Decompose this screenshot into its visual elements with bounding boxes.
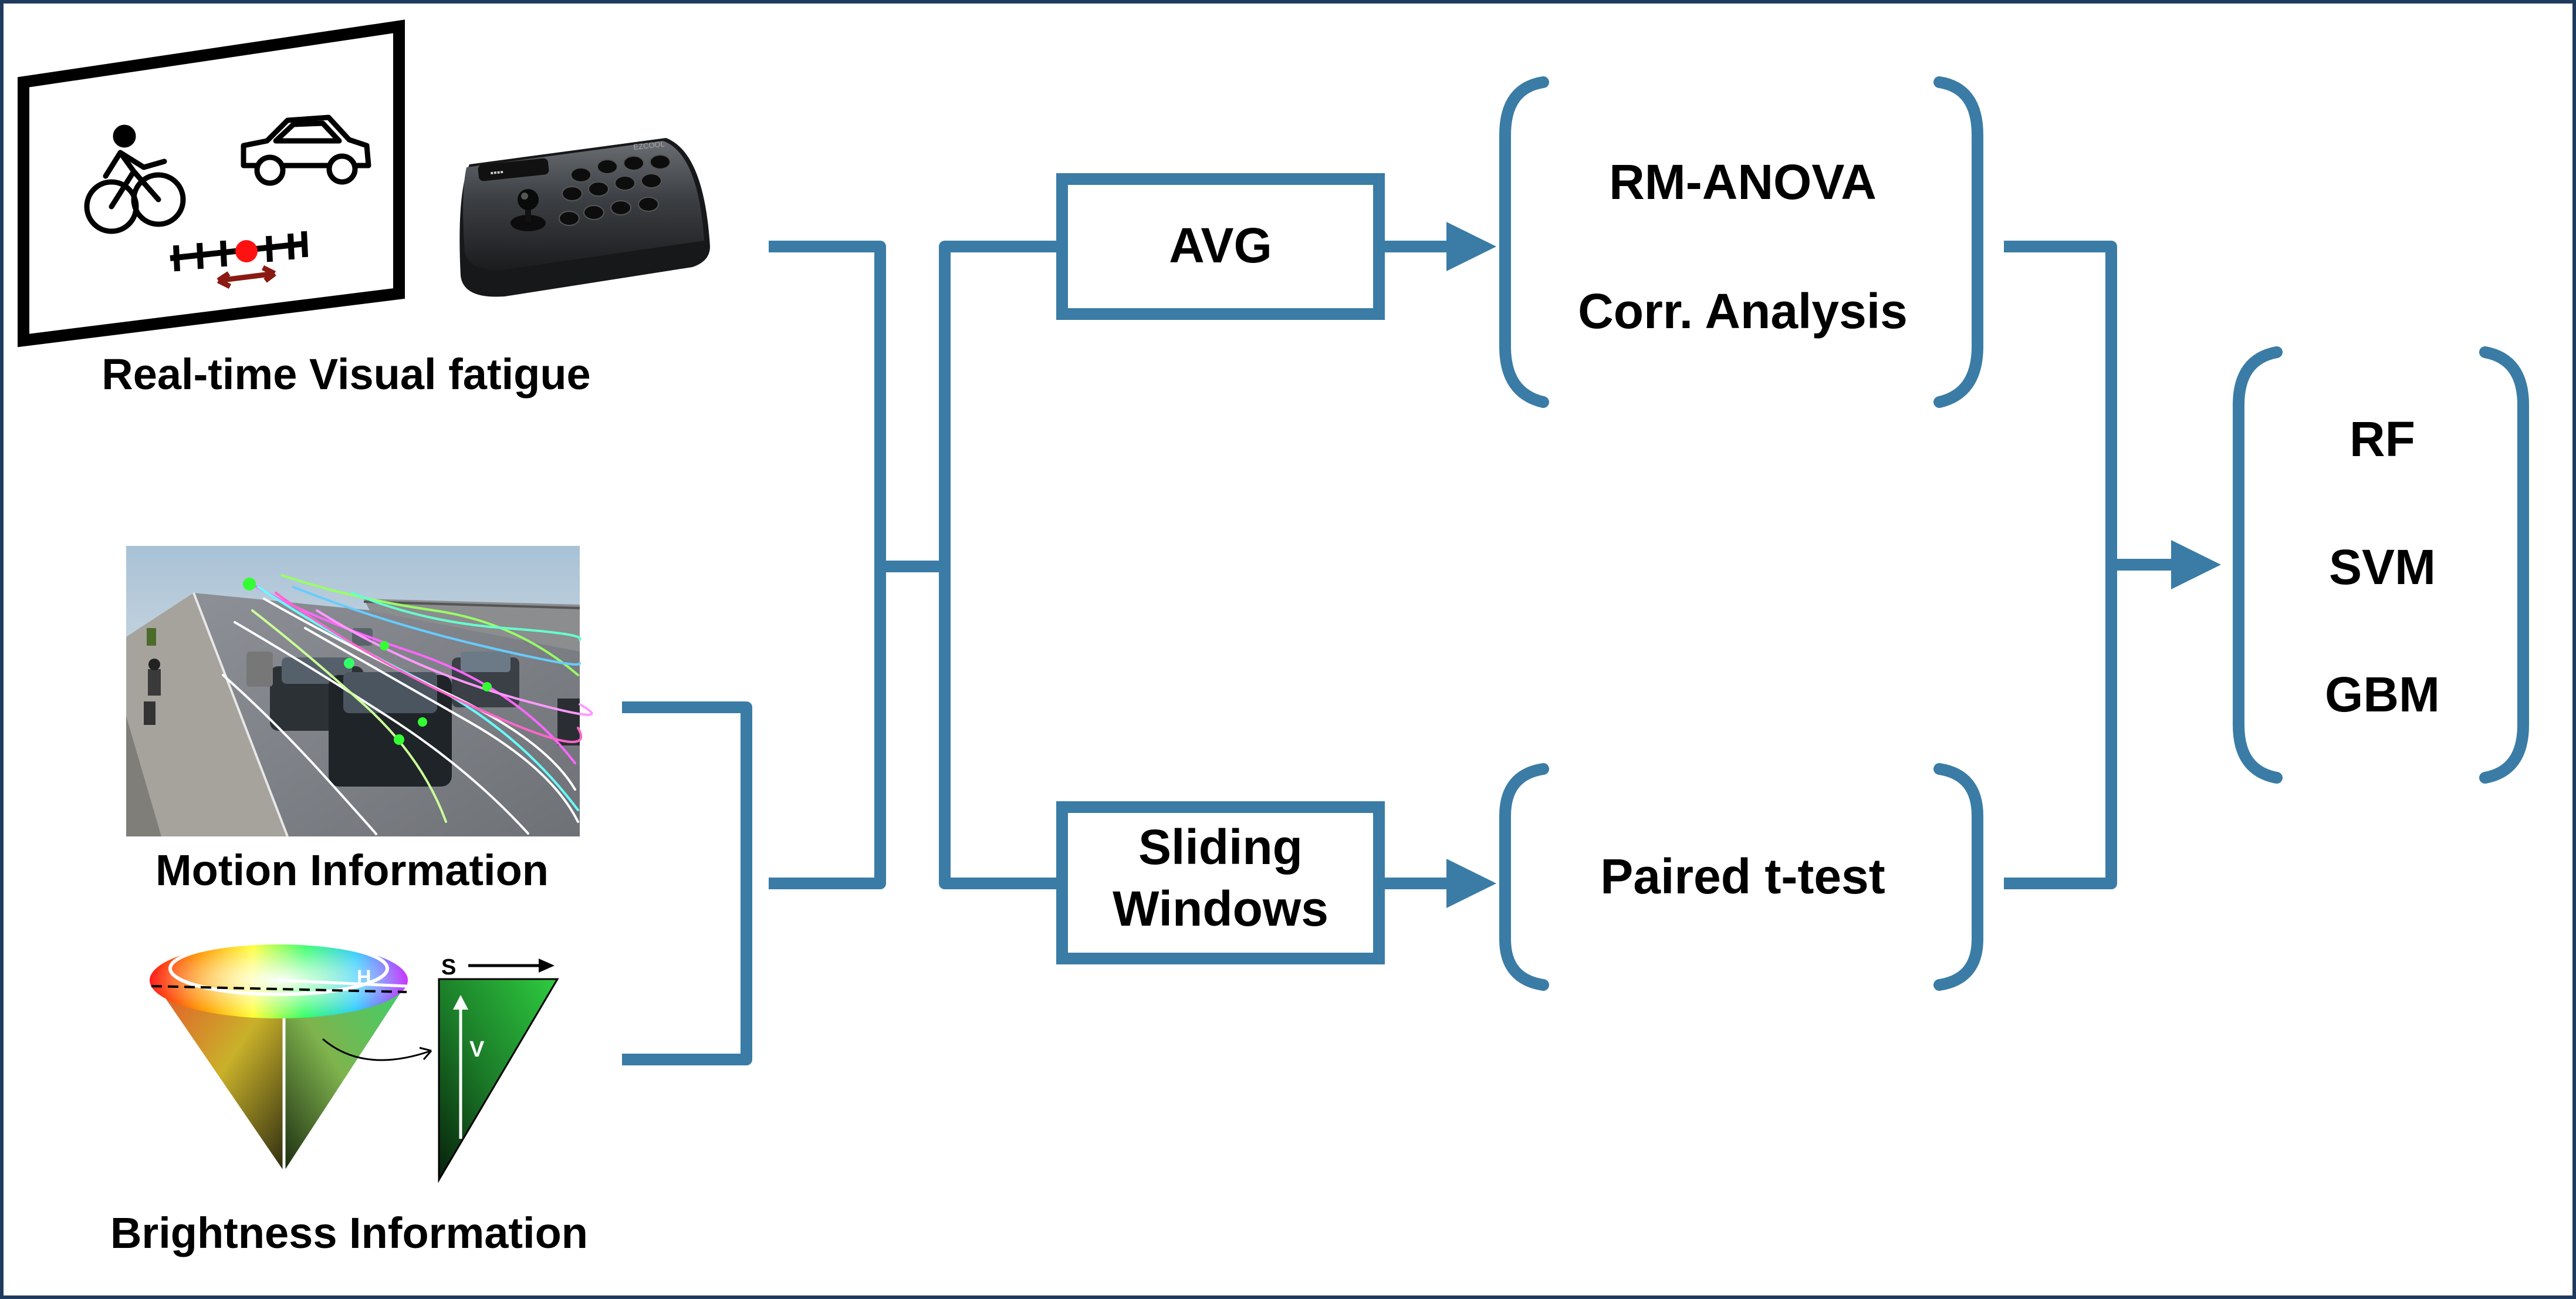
analysis-upper-left-bracket bbox=[1499, 76, 1549, 408]
visual-fatigue-screen bbox=[18, 19, 405, 347]
merge-bracket-motion-brightness bbox=[622, 701, 752, 1065]
arrowhead-sliding bbox=[1446, 859, 1496, 908]
corr-analysis-label: Corr. Analysis bbox=[1578, 284, 1908, 339]
controller-brand: EZCOOL bbox=[633, 139, 665, 151]
flow-connectors bbox=[622, 241, 2183, 1065]
avg-label: AVG bbox=[1169, 218, 1272, 273]
hsv-cone-icon: H bbox=[150, 941, 432, 1175]
paired-t-test-label: Paired t-test bbox=[1600, 849, 1885, 904]
rf-label: RF bbox=[2349, 411, 2415, 467]
arcade-controller-icon: ▪▪▪▪ EZCOOL bbox=[459, 138, 710, 297]
visual-fatigue-label: Real-time Visual fatigue bbox=[102, 350, 591, 399]
merge-bracket-analysis bbox=[2004, 241, 2117, 889]
analysis-lower-right-bracket bbox=[1933, 763, 1983, 991]
models-right-bracket bbox=[2479, 346, 2529, 784]
arrowhead-avg bbox=[1446, 222, 1496, 271]
saturation-label: S bbox=[441, 955, 456, 980]
car-icon bbox=[241, 114, 371, 186]
avg-box bbox=[1056, 173, 1385, 320]
rm-anova-label: RM-ANOVA bbox=[1609, 154, 1877, 210]
sliding-label: Sliding bbox=[1138, 819, 1303, 875]
arrowhead-models bbox=[2171, 540, 2221, 589]
analysis-lower-left-bracket bbox=[1499, 763, 1549, 991]
brightness-information-label: Brightness Information bbox=[110, 1209, 589, 1257]
value-triangle-icon: V S bbox=[438, 955, 559, 1183]
traffic-motion-image bbox=[126, 546, 593, 837]
hue-label: H bbox=[357, 966, 371, 988]
cyclist-icon bbox=[84, 124, 186, 234]
slider-scale-icon bbox=[170, 231, 308, 289]
sliding-windows-box bbox=[1056, 801, 1385, 964]
windows-label: Windows bbox=[1113, 881, 1328, 936]
split-bracket bbox=[939, 241, 1059, 889]
svm-label: SVM bbox=[2328, 539, 2436, 595]
gbm-label: GBM bbox=[2325, 667, 2440, 722]
merge-bracket-inputs bbox=[769, 241, 886, 889]
models-left-bracket bbox=[2233, 346, 2283, 784]
value-label: V bbox=[469, 1037, 485, 1062]
analysis-upper-right-bracket bbox=[1933, 76, 1983, 408]
svg-text:▪▪▪▪: ▪▪▪▪ bbox=[490, 167, 504, 178]
motion-information-label: Motion Information bbox=[155, 846, 549, 895]
